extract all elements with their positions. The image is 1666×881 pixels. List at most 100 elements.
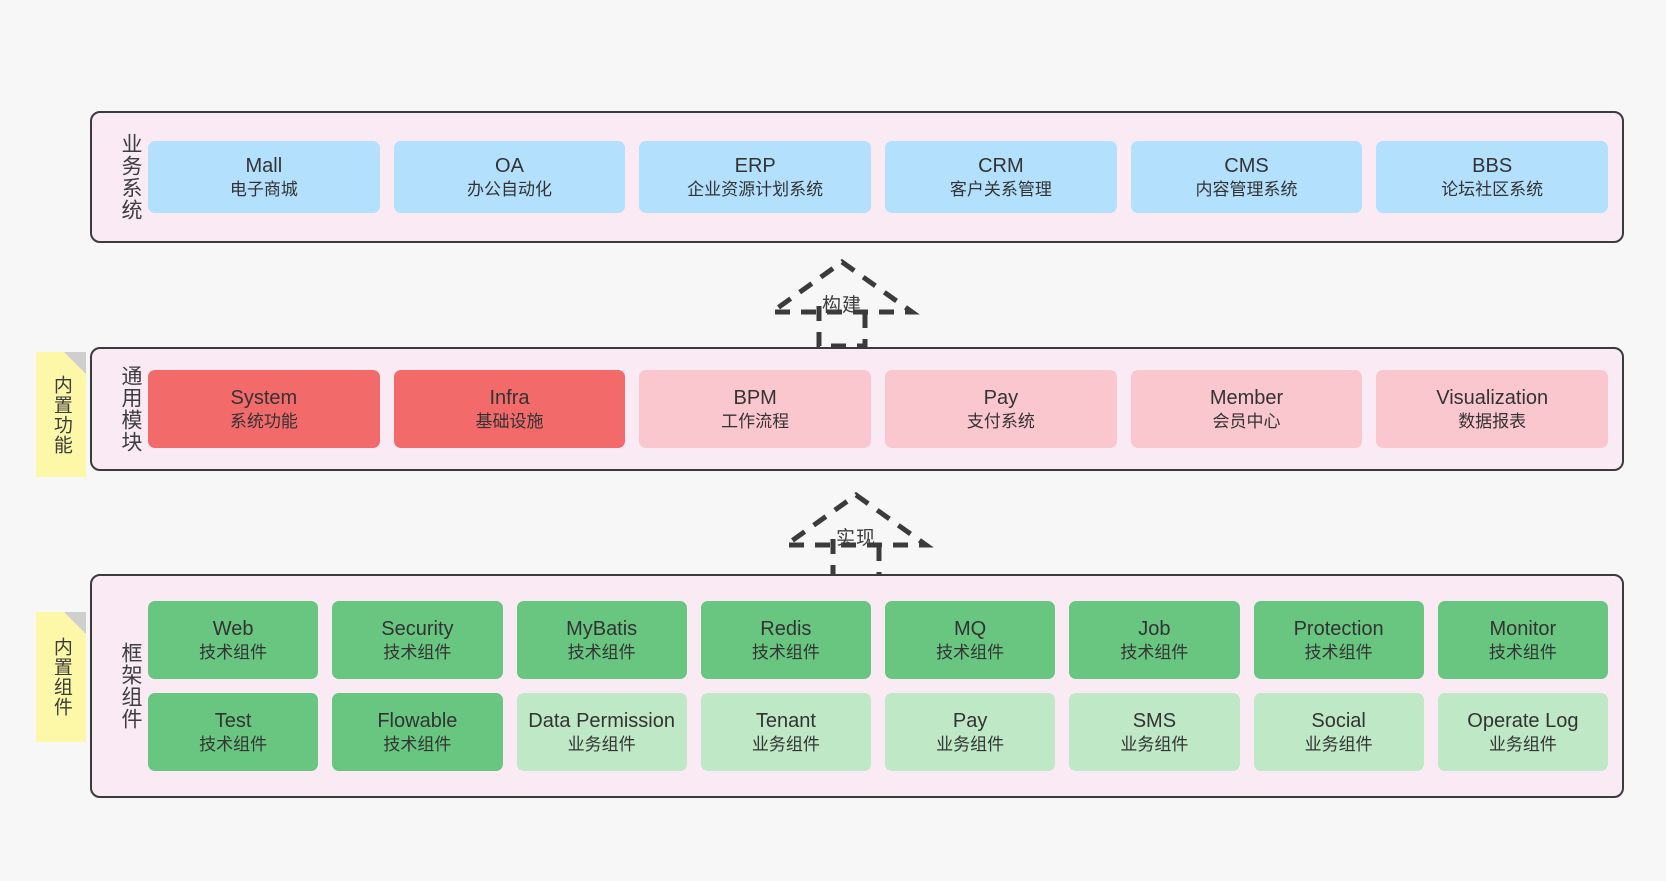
page-fold-icon [64, 612, 86, 634]
card-tenant[interactable]: Tenant 业务组件 [700, 693, 871, 771]
layer-modules-label: 通用模块 [119, 365, 142, 453]
card-cms[interactable]: CMS 内容管理系统 [1130, 141, 1363, 213]
connector-build-label: 构建 [821, 295, 862, 316]
card-subtitle: 技术组件 [751, 642, 820, 662]
card-subtitle: 会员中心 [1212, 411, 1281, 431]
card-monitor[interactable]: Monitor 技术组件 [1437, 601, 1608, 679]
card-operate-log[interactable]: Operate Log 业务组件 [1437, 693, 1608, 771]
card-subtitle: 客户关系管理 [949, 179, 1052, 199]
sticky-note-text: 内置功能 [50, 374, 72, 455]
card-title: Tenant [755, 709, 816, 732]
card-subtitle: 业务组件 [567, 734, 636, 754]
card-title: Member [1209, 386, 1284, 409]
card-subtitle: 技术组件 [1304, 642, 1373, 662]
card-subtitle: 技术组件 [199, 734, 268, 754]
card-subtitle: 基础设施 [475, 411, 544, 431]
card-security[interactable]: Security 技术组件 [332, 601, 503, 679]
card-title: Redis [760, 617, 812, 640]
card-flowable[interactable]: Flowable 技术组件 [332, 693, 503, 771]
page-fold-icon [64, 352, 86, 374]
card-subtitle: 系统功能 [229, 411, 298, 431]
card-social[interactable]: Social 业务组件 [1253, 693, 1424, 771]
card-subtitle: 业务组件 [936, 734, 1005, 754]
layer-framework-body: Web 技术组件 Security 技术组件 MyBatis 技术组件 Redi… [142, 576, 1622, 796]
card-mall[interactable]: Mall 电子商城 [148, 141, 380, 213]
card-data-permission[interactable]: Data Permission 业务组件 [516, 693, 687, 771]
card-visualization[interactable]: Visualization 数据报表 [1376, 370, 1609, 448]
card-subtitle: 论坛社区系统 [1441, 179, 1544, 199]
card-subtitle: 技术组件 [1488, 642, 1557, 662]
card-bbs[interactable]: BBS 论坛社区系统 [1376, 141, 1609, 213]
card-subtitle: 技术组件 [936, 642, 1005, 662]
card-subtitle: 工作流程 [721, 411, 790, 431]
card-subtitle: 技术组件 [1120, 642, 1189, 662]
card-title: Protection [1293, 617, 1384, 640]
card-subtitle: 办公自动化 [467, 179, 552, 199]
card-oa[interactable]: OA 办公自动化 [393, 141, 626, 213]
layer-business-label: 业务系统 [119, 133, 142, 221]
card-title: Security [381, 617, 454, 640]
layer-common-modules: 通用模块 System 系统功能 Infra 基础设施 BPM 工作流程 Pay… [90, 347, 1624, 471]
card-title: Operate Log [1467, 709, 1579, 732]
card-mq[interactable]: MQ 技术组件 [885, 601, 1056, 679]
card-pay-module[interactable]: Pay 支付系统 [885, 370, 1117, 448]
card-title: MyBatis [566, 617, 638, 640]
card-sms[interactable]: SMS 业务组件 [1069, 693, 1240, 771]
card-bpm[interactable]: BPM 工作流程 [639, 370, 872, 448]
card-crm[interactable]: CRM 客户关系管理 [885, 141, 1117, 213]
card-title: Mall [245, 154, 283, 177]
card-title: Test [214, 709, 252, 732]
card-member[interactable]: Member 会员中心 [1130, 370, 1363, 448]
card-title: SMS [1132, 709, 1177, 732]
card-subtitle: 支付系统 [966, 411, 1035, 431]
card-infra[interactable]: Infra 基础设施 [393, 370, 626, 448]
connector-implement-label: 实现 [835, 528, 876, 549]
card-title: Social [1311, 709, 1366, 732]
card-title: OA [495, 154, 524, 177]
layer-framework-components: 框架组件 Web 技术组件 Security 技术组件 MyBatis 技术组件… [90, 574, 1624, 798]
card-job[interactable]: Job 技术组件 [1069, 601, 1240, 679]
card-test[interactable]: Test 技术组件 [148, 693, 319, 771]
layer-framework-label: 框架组件 [119, 642, 142, 730]
card-subtitle: 技术组件 [383, 734, 452, 754]
card-subtitle: 内容管理系统 [1195, 179, 1298, 199]
card-title: BBS [1472, 154, 1513, 177]
card-system[interactable]: System 系统功能 [148, 370, 380, 448]
layer-business-body: Mall 电子商城 OA 办公自动化 ERP 企业资源计划系统 CRM 客户关系… [142, 113, 1622, 241]
framework-card-row-2: Test 技术组件 Flowable 技术组件 Data Permission … [148, 693, 1608, 771]
card-subtitle: 技术组件 [199, 642, 268, 662]
layer-modules-body: System 系统功能 Infra 基础设施 BPM 工作流程 Pay 支付系统… [142, 349, 1622, 469]
card-title: Pay [952, 709, 988, 732]
card-title: Data Permission [528, 709, 675, 732]
card-web[interactable]: Web 技术组件 [148, 601, 319, 679]
card-subtitle: 数据报表 [1458, 411, 1527, 431]
card-title: Pay [983, 386, 1019, 409]
card-protection[interactable]: Protection 技术组件 [1253, 601, 1424, 679]
modules-card-row: System 系统功能 Infra 基础设施 BPM 工作流程 Pay 支付系统… [148, 370, 1609, 448]
card-subtitle: 技术组件 [567, 642, 636, 662]
generalization-arrow-icon [764, 258, 920, 348]
card-title: Web [212, 617, 254, 640]
card-title: CRM [978, 154, 1024, 177]
sticky-note-builtin-features[interactable]: 内置功能 [36, 352, 86, 477]
sticky-note-builtin-components[interactable]: 内置组件 [36, 612, 86, 742]
card-title: System [230, 386, 298, 409]
card-redis[interactable]: Redis 技术组件 [700, 601, 871, 679]
card-title: ERP [734, 154, 776, 177]
card-subtitle: 技术组件 [383, 642, 452, 662]
card-title: MQ [954, 617, 987, 640]
card-title: Monitor [1489, 617, 1557, 640]
framework-card-row-1: Web 技术组件 Security 技术组件 MyBatis 技术组件 Redi… [148, 601, 1608, 679]
sticky-note-text: 内置组件 [50, 637, 72, 717]
card-mybatis[interactable]: MyBatis 技术组件 [516, 601, 687, 679]
card-erp[interactable]: ERP 企业资源计划系统 [639, 141, 872, 213]
card-title: BPM [733, 386, 777, 409]
card-subtitle: 业务组件 [1488, 734, 1557, 754]
card-title: CMS [1224, 154, 1269, 177]
business-card-row: Mall 电子商城 OA 办公自动化 ERP 企业资源计划系统 CRM 客户关系… [148, 141, 1609, 213]
card-subtitle: 电子商城 [229, 179, 298, 199]
card-subtitle: 企业资源计划系统 [687, 179, 824, 199]
card-subtitle: 业务组件 [751, 734, 820, 754]
card-pay-component[interactable]: Pay 业务组件 [885, 693, 1056, 771]
